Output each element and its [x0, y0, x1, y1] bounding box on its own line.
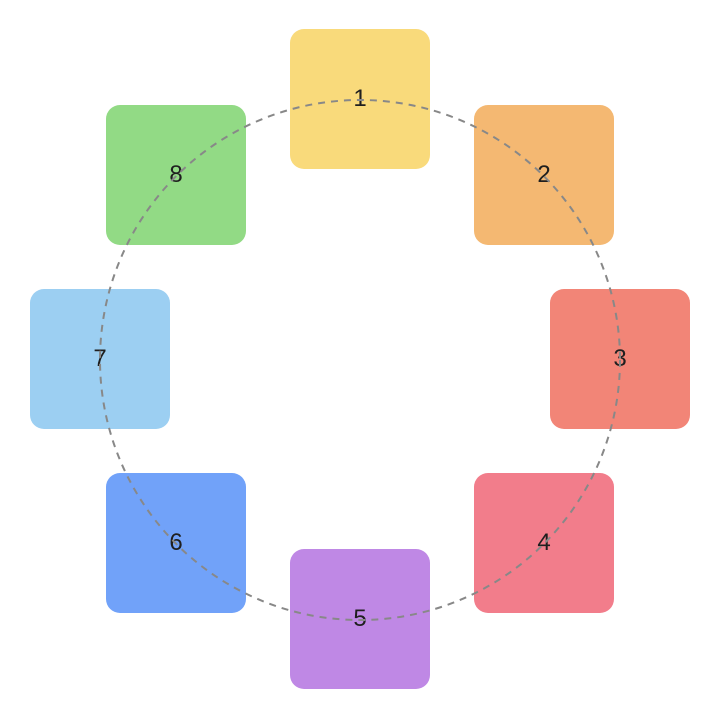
tile-2: 2 — [474, 105, 614, 245]
tile-5: 5 — [290, 549, 430, 689]
tile-1: 1 — [290, 29, 430, 169]
tile-2-label: 2 — [537, 161, 551, 188]
tile-5-label: 5 — [353, 605, 367, 632]
tile-3: 3 — [550, 289, 690, 429]
tile-3-label: 3 — [613, 345, 627, 372]
tile-6-label: 6 — [169, 529, 183, 556]
tile-7-label: 7 — [93, 345, 107, 372]
tile-6: 6 — [106, 473, 246, 613]
tile-4: 4 — [474, 473, 614, 613]
tile-1-label: 1 — [353, 85, 367, 112]
tile-4-label: 4 — [537, 529, 551, 556]
tile-8-label: 8 — [169, 161, 183, 188]
tile-7: 7 — [30, 289, 170, 429]
tile-8: 8 — [106, 105, 246, 245]
